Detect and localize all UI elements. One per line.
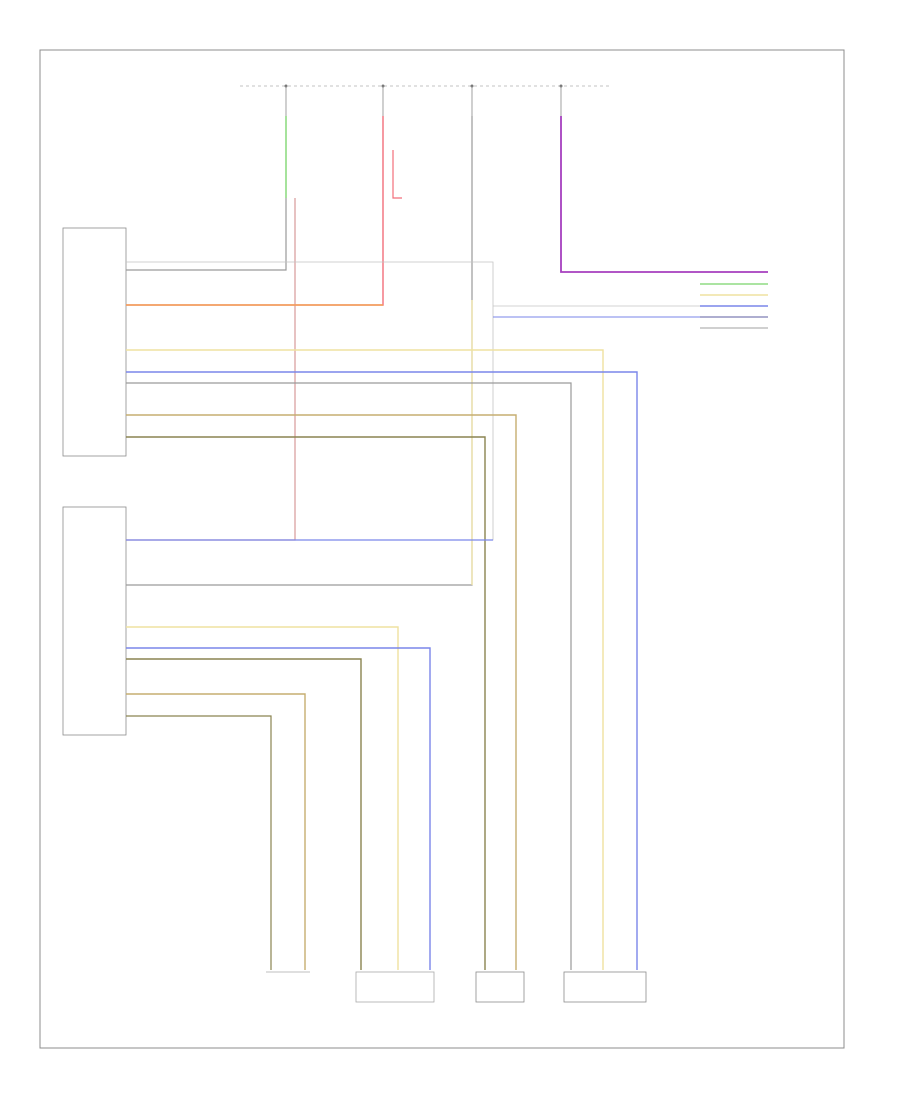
wire-red-feed (126, 116, 384, 306)
fuse-2 (381, 84, 385, 116)
wire-gray-l2 (126, 715, 272, 970)
diagram-border (39, 49, 845, 1049)
wire-pink-feed-1 (126, 198, 296, 541)
wire-gray-r1 (126, 382, 572, 970)
wire-gray-feed-1 (126, 198, 287, 271)
wire-yellow-l1 (126, 626, 399, 970)
fuse-4 (559, 84, 563, 116)
wire-purple-feed (560, 116, 768, 273)
wire-tan-l2 (126, 693, 306, 970)
wire-yellow-r1 (126, 349, 604, 970)
fuse-3 (470, 84, 474, 116)
wire-blue-l1 (126, 647, 431, 970)
left-seat-module-box (62, 506, 127, 736)
wire-olive-r1 (126, 436, 486, 970)
wire-red-branch (392, 150, 402, 199)
wire-tan-r1 (126, 414, 517, 970)
right-rear-seat-switch (475, 971, 525, 1003)
wire-blue-r1 (126, 371, 638, 970)
fuse-1 (284, 84, 288, 116)
right-seat-module-box (62, 227, 127, 457)
right-rear-lumbar-switch (563, 971, 647, 1003)
wire-gray-to-right (126, 261, 494, 541)
wire-olive-l1 (126, 658, 362, 970)
left-rear-lumbar-switch (355, 971, 435, 1003)
